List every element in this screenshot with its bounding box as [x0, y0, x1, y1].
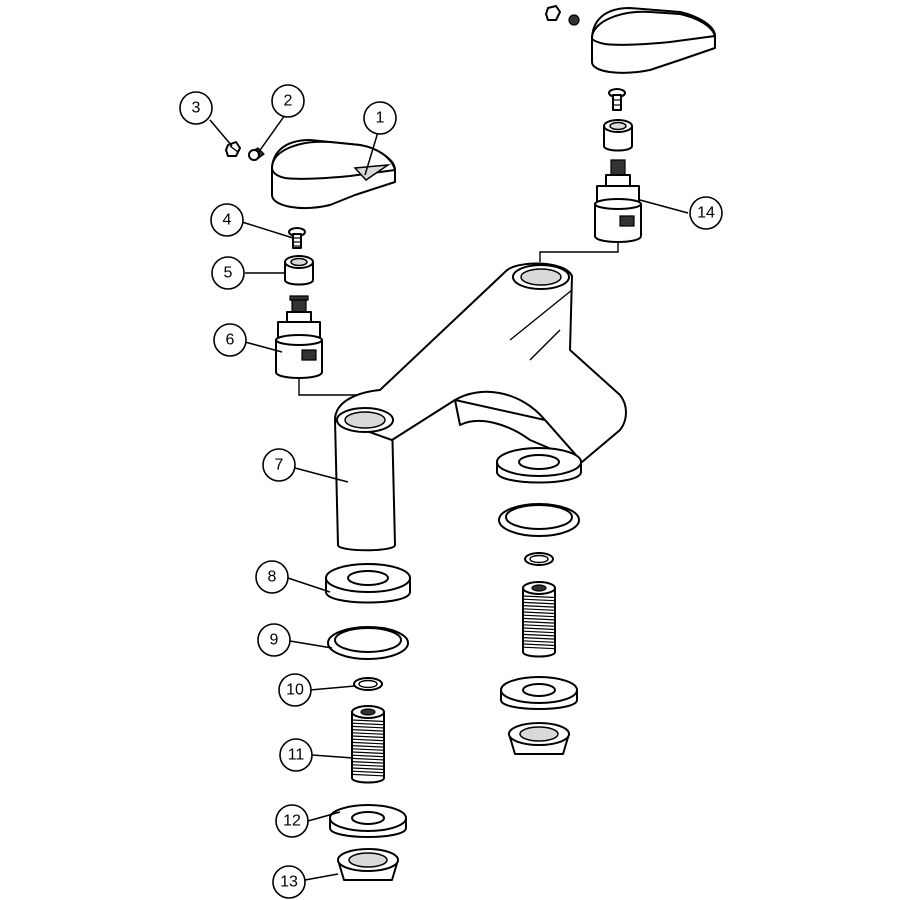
- gasket-right: [498, 503, 580, 537]
- thread-line: [351, 748, 385, 751]
- thread-line: [522, 614, 556, 618]
- threaded-shank-left: [351, 705, 385, 784]
- handle-screw-left: [288, 227, 306, 249]
- callout-5: 5: [211, 256, 245, 290]
- callout-9: 9: [257, 623, 291, 657]
- thread-line: [522, 621, 556, 624]
- thread-line: [351, 732, 385, 735]
- callout-7: 7: [262, 448, 296, 482]
- thread-line: [351, 770, 385, 774]
- thread-line: [351, 719, 385, 723]
- thread-line: [351, 725, 385, 729]
- callout-6-label: 6: [226, 332, 235, 349]
- callout-11: 11: [279, 738, 313, 772]
- thread-line: [351, 773, 385, 777]
- thread-line: [522, 617, 556, 621]
- thread-line: [351, 764, 385, 767]
- thread-line: [522, 624, 556, 627]
- thread-line: [522, 598, 556, 602]
- callout-12-label: 12: [283, 813, 301, 830]
- flat-washer-left: [329, 804, 407, 838]
- backnut-right: [508, 722, 570, 755]
- callout-7-label: 7: [275, 457, 284, 474]
- o-ring-left: [353, 677, 383, 691]
- thread-line: [522, 605, 556, 608]
- callout-2: 2: [271, 84, 305, 118]
- base-washer-left: [325, 563, 411, 604]
- thread-line: [351, 767, 385, 771]
- callout-8: 8: [255, 560, 289, 594]
- thread-line: [522, 643, 556, 647]
- thread-line: [351, 741, 385, 745]
- thread-line: [351, 745, 385, 748]
- callout-14-label: 14: [697, 205, 715, 222]
- adaptor-sleeve-right: [603, 119, 633, 152]
- thread-line: [351, 761, 385, 764]
- callout-1: 1: [363, 101, 397, 135]
- callout-2-label: 2: [284, 93, 293, 110]
- thread-line: [522, 637, 556, 640]
- thread-line: [351, 754, 385, 758]
- callout-3-label: 3: [192, 100, 201, 117]
- callout-4-label: 4: [223, 212, 232, 229]
- callout-1-label: 1: [376, 110, 385, 127]
- thread-line: [351, 757, 385, 761]
- cartridge-right: [594, 159, 642, 243]
- leader-lines: [209, 114, 689, 881]
- threaded-shank-right: [522, 581, 556, 658]
- callout-8-label: 8: [268, 569, 277, 586]
- handle-cap-insert-left: [248, 147, 265, 161]
- thread-line: [522, 595, 556, 599]
- cartridge-left: [275, 295, 323, 379]
- thread-line: [351, 738, 385, 742]
- callout-10: 10: [278, 673, 312, 707]
- callout-11-label: 11: [288, 747, 305, 764]
- thread-line: [351, 729, 385, 732]
- lever-handle-right: [591, 7, 716, 74]
- callout-5-label: 5: [224, 265, 233, 282]
- thread-line: [522, 627, 556, 631]
- thread-line: [351, 735, 385, 739]
- o-ring-right: [524, 552, 554, 566]
- grub-screw-right: [545, 5, 561, 21]
- callout-12: 12: [275, 804, 309, 838]
- base-washer-right: [496, 447, 582, 484]
- backnut-left: [337, 848, 399, 881]
- callout-13-label: 13: [280, 874, 298, 891]
- thread-line: [522, 601, 556, 605]
- lever-handle-left: [271, 139, 396, 209]
- adaptor-sleeve-left: [284, 255, 314, 286]
- callout-10-label: 10: [286, 682, 304, 699]
- tap-body: [334, 262, 627, 552]
- thread-line: [351, 751, 385, 755]
- callout-4: 4: [210, 203, 244, 237]
- handle-screw-right: [608, 88, 626, 111]
- callout-13: 13: [272, 865, 306, 899]
- callout-14: 14: [689, 196, 723, 230]
- thread-line: [522, 640, 556, 643]
- handle-cap-insert-right: [568, 14, 580, 26]
- callout-9-label: 9: [270, 632, 279, 649]
- flat-washer-right: [500, 676, 578, 710]
- thread-line: [351, 722, 385, 726]
- thread-line: [522, 633, 556, 637]
- grub-screw-left: [225, 141, 241, 157]
- callout-6: 6: [213, 323, 247, 357]
- thread-line: [522, 630, 556, 634]
- callout-3: 3: [179, 91, 213, 125]
- thread-line: [522, 608, 556, 611]
- thread-line: [522, 611, 556, 615]
- gasket-left: [327, 626, 409, 660]
- thread-line: [522, 646, 556, 650]
